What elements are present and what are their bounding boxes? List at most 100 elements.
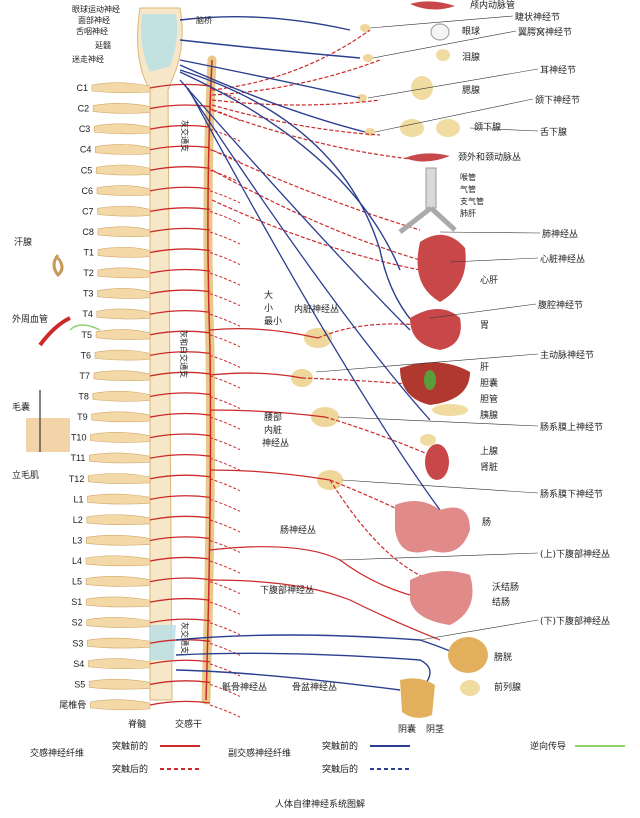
sweat-gland-icon [52, 254, 64, 278]
hair-follicle-icon [26, 418, 70, 452]
postganglionic-nerve-9 [209, 272, 241, 286]
segment-label-19: T12 [69, 474, 85, 484]
adrenal-label-0: 上腺 [480, 445, 498, 457]
spinal-nerve-3 [149, 145, 211, 151]
legend-para-title: 副交感神经纤维 [228, 747, 291, 759]
postganglionic-nerve-18 [209, 457, 241, 471]
segment-label-8: T1 [83, 248, 94, 258]
right-organ-labels: 眼球 泪腺 腮腺 颌下腺 喉管 气管 支气管 肺肝 心肝 胃 肝 胆囊 胆管 胰… [398, 25, 521, 735]
spinal-nerve-30 [149, 700, 211, 706]
skin-effectors [26, 254, 71, 452]
sympathetic-trunk [201, 55, 217, 705]
hair-label: 毛囊 [12, 401, 30, 413]
segment-label-21: L2 [73, 515, 83, 525]
otic-ganglion [357, 94, 367, 102]
liver-label-0: 肝 [480, 362, 489, 373]
segment-label-11: T4 [82, 309, 93, 319]
pelvic-plexus-label: 骨盆神经丛 [292, 681, 337, 693]
vertebra-19 [88, 473, 151, 484]
eye-label: 眼球 [462, 25, 480, 37]
cranial-label-0: 眼球运动神经 [72, 4, 120, 14]
ganglion-label-2: 翼腭窝神经节 [518, 26, 572, 38]
vertebra-20 [87, 493, 151, 505]
adrenal-label-1: 肾脏 [480, 461, 498, 473]
stomach-label: 胃 [480, 320, 489, 331]
vertebra-17 [90, 432, 151, 443]
vertebra-4 [96, 164, 151, 176]
ganglion-label-4: 颌下神经节 [535, 94, 580, 106]
intestinal-plexus-label: 肠神经丛 [280, 524, 316, 536]
segment-label-1: C2 [78, 104, 90, 114]
caption: 人体自律神经系统图解 [275, 798, 365, 810]
spinal-nerve-13 [149, 351, 211, 357]
ganglion-label-0: 颅内动脉管 [470, 0, 515, 11]
vertebra-12 [95, 329, 151, 340]
segment-label-14: T7 [79, 371, 90, 381]
plexus-small-0: 大 [264, 289, 273, 301]
kidney-organ [425, 444, 449, 480]
peripheral-vessel-icon [38, 316, 71, 347]
segment-label-4: C5 [81, 165, 93, 175]
cranial-labels: 眼球运动神经 面部神经 舌咽神经 延髓 迷走神经 脑桥 [72, 4, 212, 64]
bladder-label: 膀胱 [494, 651, 512, 663]
postganglionic-nerve-13 [209, 354, 241, 368]
spinal-nerve-0 [149, 83, 211, 89]
vertebra-24 [85, 576, 151, 587]
submandibular-organ [400, 119, 424, 137]
spinal-nerve-8 [149, 248, 211, 254]
right-ganglion-labels: 颅内动脉管 睫状神经节 翼腭窝神经节 耳神经节 颌下神经节 舌下腺 颈外和颈动脉… [458, 0, 610, 627]
stomach-organ [410, 309, 461, 350]
spinal-cord-label: 脊髓 [128, 718, 146, 730]
segment-label-12: T5 [82, 330, 93, 340]
pterygopalatine-ganglion [363, 54, 373, 62]
vertebra-10 [97, 288, 151, 299]
cranial-label-3: 延髓 [95, 40, 111, 50]
postganglionic-nerve-5 [209, 190, 241, 204]
vertebra-8 [97, 246, 151, 258]
sublingual-organ [436, 119, 460, 137]
postganglionic-nerve-20 [209, 498, 241, 512]
postganglionic-nerve-0 [209, 87, 241, 101]
postganglionic-nerve-30 [209, 704, 241, 718]
segment-label-13: T6 [81, 350, 92, 360]
vertebra-7 [97, 226, 151, 238]
vertebra-0 [91, 82, 151, 94]
ganglion-label-12: 肠系膜下神经节 [540, 488, 603, 500]
segment-label-22: L3 [72, 535, 82, 545]
ganglion-label-10: 主动脉神经节 [540, 349, 594, 361]
spinal-nerve-19 [149, 474, 211, 480]
vertebra-16 [91, 411, 151, 423]
spinal-nerve-29 [149, 680, 211, 686]
segment-label-20: L1 [73, 494, 83, 504]
throat-label-2: 支气管 [460, 196, 484, 206]
hypogastric-plexus-label: 下腹部神经丛 [260, 584, 314, 596]
segment-label-27: S3 [72, 638, 83, 648]
vertebra-23 [85, 555, 151, 567]
vertebra-21 [86, 514, 151, 525]
spinal-nerve-4 [149, 166, 211, 171]
ganglion-label-7: 肺神经丛 [542, 228, 578, 240]
postganglionic-nerve-2 [209, 128, 241, 142]
segment-label-16: T9 [77, 412, 88, 422]
vertebrae-column [85, 82, 151, 711]
spinal-nerve-12 [149, 330, 211, 336]
postganglionic-nerve-16 [209, 416, 241, 430]
segment-label-28: S4 [73, 659, 84, 669]
segment-label-0: C1 [76, 83, 88, 93]
ganglion-label-3: 耳神经节 [540, 64, 576, 76]
vertebra-25 [85, 596, 151, 608]
vertebra-26 [86, 617, 151, 628]
throat-label-3: 肺肝 [460, 209, 476, 218]
spinal-nerve-15 [149, 392, 211, 398]
throat-label-0: 喉管 [460, 172, 476, 182]
bronchi-organ [398, 206, 457, 234]
cranial-label-1: 面部神经 [78, 15, 110, 25]
vertebra-27 [87, 637, 151, 649]
postganglionic-nerve-1 [209, 108, 241, 122]
vertebra-3 [95, 144, 151, 155]
parotid-label: 腮腺 [462, 84, 480, 96]
spinal-nerve-23 [149, 556, 211, 562]
lumbar-label-0: 腰部 [264, 411, 282, 423]
legend: 交感神经纤维 突触前的 突触后的 副交感神经纤维 突触前的 突触后的 逆向传导 [30, 740, 625, 775]
lacrimal-organ [436, 49, 450, 61]
